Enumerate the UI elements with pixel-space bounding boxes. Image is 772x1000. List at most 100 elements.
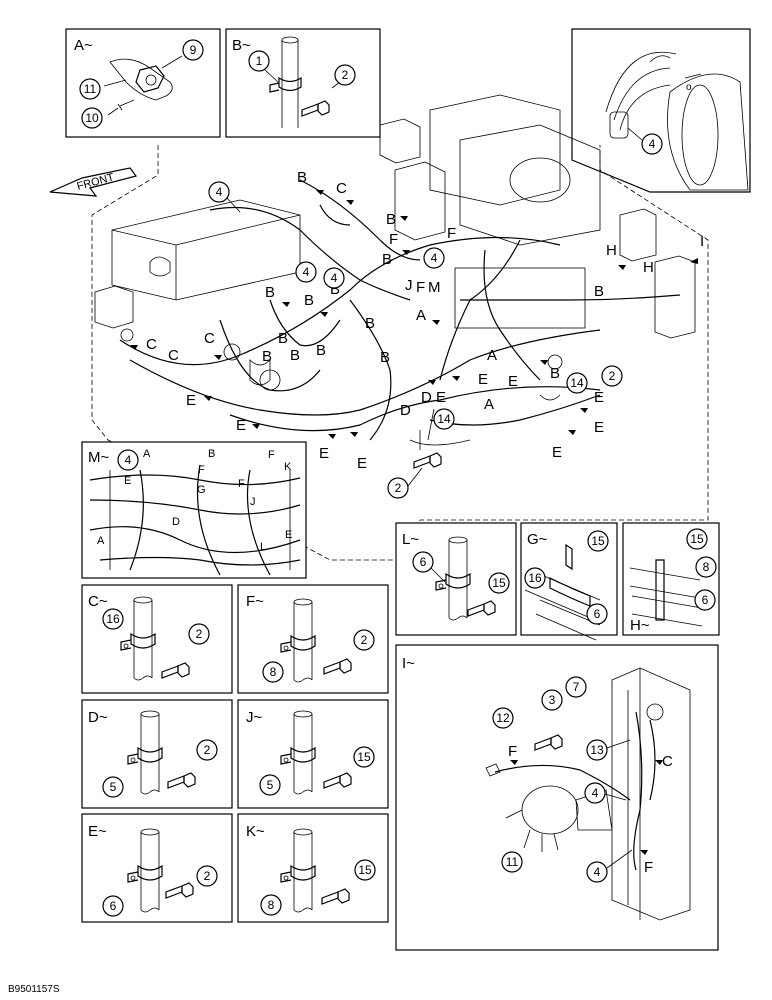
svg-text:12: 12 xyxy=(496,711,510,725)
detail-c-callout-16: 16 xyxy=(102,608,124,630)
svg-text:10: 10 xyxy=(85,111,99,125)
detail-i-callout-3: 3 xyxy=(541,689,563,711)
svg-text:F: F xyxy=(198,464,205,476)
detail-d-title: D~ xyxy=(88,709,108,726)
svg-text:K: K xyxy=(284,461,292,473)
svg-text:E: E xyxy=(319,445,329,462)
detail-i-callout-4a: 4 xyxy=(584,782,606,804)
svg-text:2: 2 xyxy=(609,369,616,383)
svg-text:H: H xyxy=(643,259,654,276)
svg-text:B: B xyxy=(265,284,275,301)
svg-text:F: F xyxy=(238,478,245,490)
svg-text:F: F xyxy=(644,859,653,876)
detail-g-title: G~ xyxy=(527,531,548,548)
svg-text:B: B xyxy=(297,169,307,186)
svg-text:4: 4 xyxy=(331,271,338,285)
detail-i-title: I~ xyxy=(402,655,415,672)
detail-f-callout-2: 2 xyxy=(353,629,375,651)
svg-text:B: B xyxy=(208,448,215,460)
svg-text:5: 5 xyxy=(267,778,274,792)
svg-text:B: B xyxy=(550,365,560,382)
svg-text:B: B xyxy=(380,349,390,366)
detail-j-callout-15: 15 xyxy=(353,746,375,768)
main-callout-14a: 14 xyxy=(566,372,588,394)
svg-text:6: 6 xyxy=(110,899,117,913)
detail-m-callout-4: 4 xyxy=(117,449,139,471)
svg-text:C: C xyxy=(146,336,157,353)
drawing-code: B9501157S xyxy=(8,984,60,995)
svg-text:D: D xyxy=(400,402,411,419)
detail-panel-i: I~ F C F 3 7 12 13 4 11 4 xyxy=(395,644,719,951)
svg-text:16: 16 xyxy=(106,612,120,626)
pointer-arrows xyxy=(130,190,698,439)
detail-panel-j: J~ 5 15 xyxy=(237,699,389,809)
detail-panel-a: A~ 9 11 10 xyxy=(65,28,221,138)
svg-text:14: 14 xyxy=(570,376,584,390)
svg-text:8: 8 xyxy=(268,898,275,912)
detail-i-callout-12: 12 xyxy=(492,707,514,729)
detail-k-callout-8: 8 xyxy=(260,894,282,916)
main-callout-4c: 4 xyxy=(323,267,345,289)
svg-text:F: F xyxy=(268,449,275,461)
svg-text:14: 14 xyxy=(437,412,451,426)
svg-text:7: 7 xyxy=(573,680,580,694)
detail-panel-m: M~ 4 A E B F F F G K J D L A E xyxy=(81,441,307,579)
detail-panel-c: C~ 16 2 xyxy=(81,584,233,694)
svg-text:16: 16 xyxy=(528,571,542,585)
front-arrow: FRONT xyxy=(49,167,138,197)
detail-e-callout-2: 2 xyxy=(196,865,218,887)
callout-2: 2 xyxy=(334,64,356,86)
svg-text:J: J xyxy=(250,496,256,508)
detail-k-callout-15: 15 xyxy=(354,859,376,881)
svg-text:H: H xyxy=(606,242,617,259)
svg-text:J: J xyxy=(405,277,413,294)
svg-text:L: L xyxy=(260,541,266,553)
svg-text:F: F xyxy=(447,225,456,242)
svg-text:6: 6 xyxy=(702,593,709,607)
svg-text:E: E xyxy=(594,389,604,406)
svg-text:2: 2 xyxy=(196,627,203,641)
detail-j-title: J~ xyxy=(246,709,263,726)
callout-11: 11 xyxy=(79,78,101,100)
svg-text:2: 2 xyxy=(204,743,211,757)
svg-text:A: A xyxy=(484,396,494,413)
detail-i-callout-7: 7 xyxy=(565,676,587,698)
svg-text:E: E xyxy=(436,389,446,406)
svg-text:E: E xyxy=(236,417,246,434)
svg-text:B: B xyxy=(262,348,272,365)
detail-c-callout-2: 2 xyxy=(188,623,210,645)
svg-text:F: F xyxy=(508,743,517,760)
detail-panel-l: L~ 6 15 xyxy=(395,522,517,636)
svg-text:C: C xyxy=(204,330,215,347)
detail-g-callout-16: 16 xyxy=(524,567,546,589)
detail-h-callout-8: 8 xyxy=(695,556,717,578)
svg-text:C: C xyxy=(336,180,347,197)
svg-text:4: 4 xyxy=(592,786,599,800)
main-callout-4b: 4 xyxy=(295,261,317,283)
svg-text:4: 4 xyxy=(216,185,223,199)
svg-text:E: E xyxy=(186,392,196,409)
detail-e-title: E~ xyxy=(88,823,107,840)
detail-panel-e: E~ 6 2 xyxy=(81,813,233,923)
svg-text:13: 13 xyxy=(590,743,604,757)
main-callout-2a: 2 xyxy=(601,365,623,387)
detail-j-callout-5: 5 xyxy=(259,774,281,796)
detail-panel-b: B~ 1 2 xyxy=(225,28,381,138)
detail-panel-d: D~ 5 2 xyxy=(81,699,233,809)
svg-text:B: B xyxy=(278,330,288,347)
detail-h-title: H~ xyxy=(630,617,650,634)
svg-text:2: 2 xyxy=(204,869,211,883)
detail-i-callout-13: 13 xyxy=(586,739,608,761)
svg-text:I: I xyxy=(700,233,704,250)
svg-text:E: E xyxy=(357,455,367,472)
svg-text:D: D xyxy=(421,389,432,406)
detail-c-title: C~ xyxy=(88,593,108,610)
main-callout-4d: 4 xyxy=(423,247,445,269)
svg-text:A: A xyxy=(143,448,151,460)
callout-1: 1 xyxy=(248,50,270,72)
detail-f-title: F~ xyxy=(246,593,264,610)
detail-h-callout-15: 15 xyxy=(686,528,708,550)
svg-text:2: 2 xyxy=(395,481,402,495)
svg-text:E: E xyxy=(552,444,562,461)
